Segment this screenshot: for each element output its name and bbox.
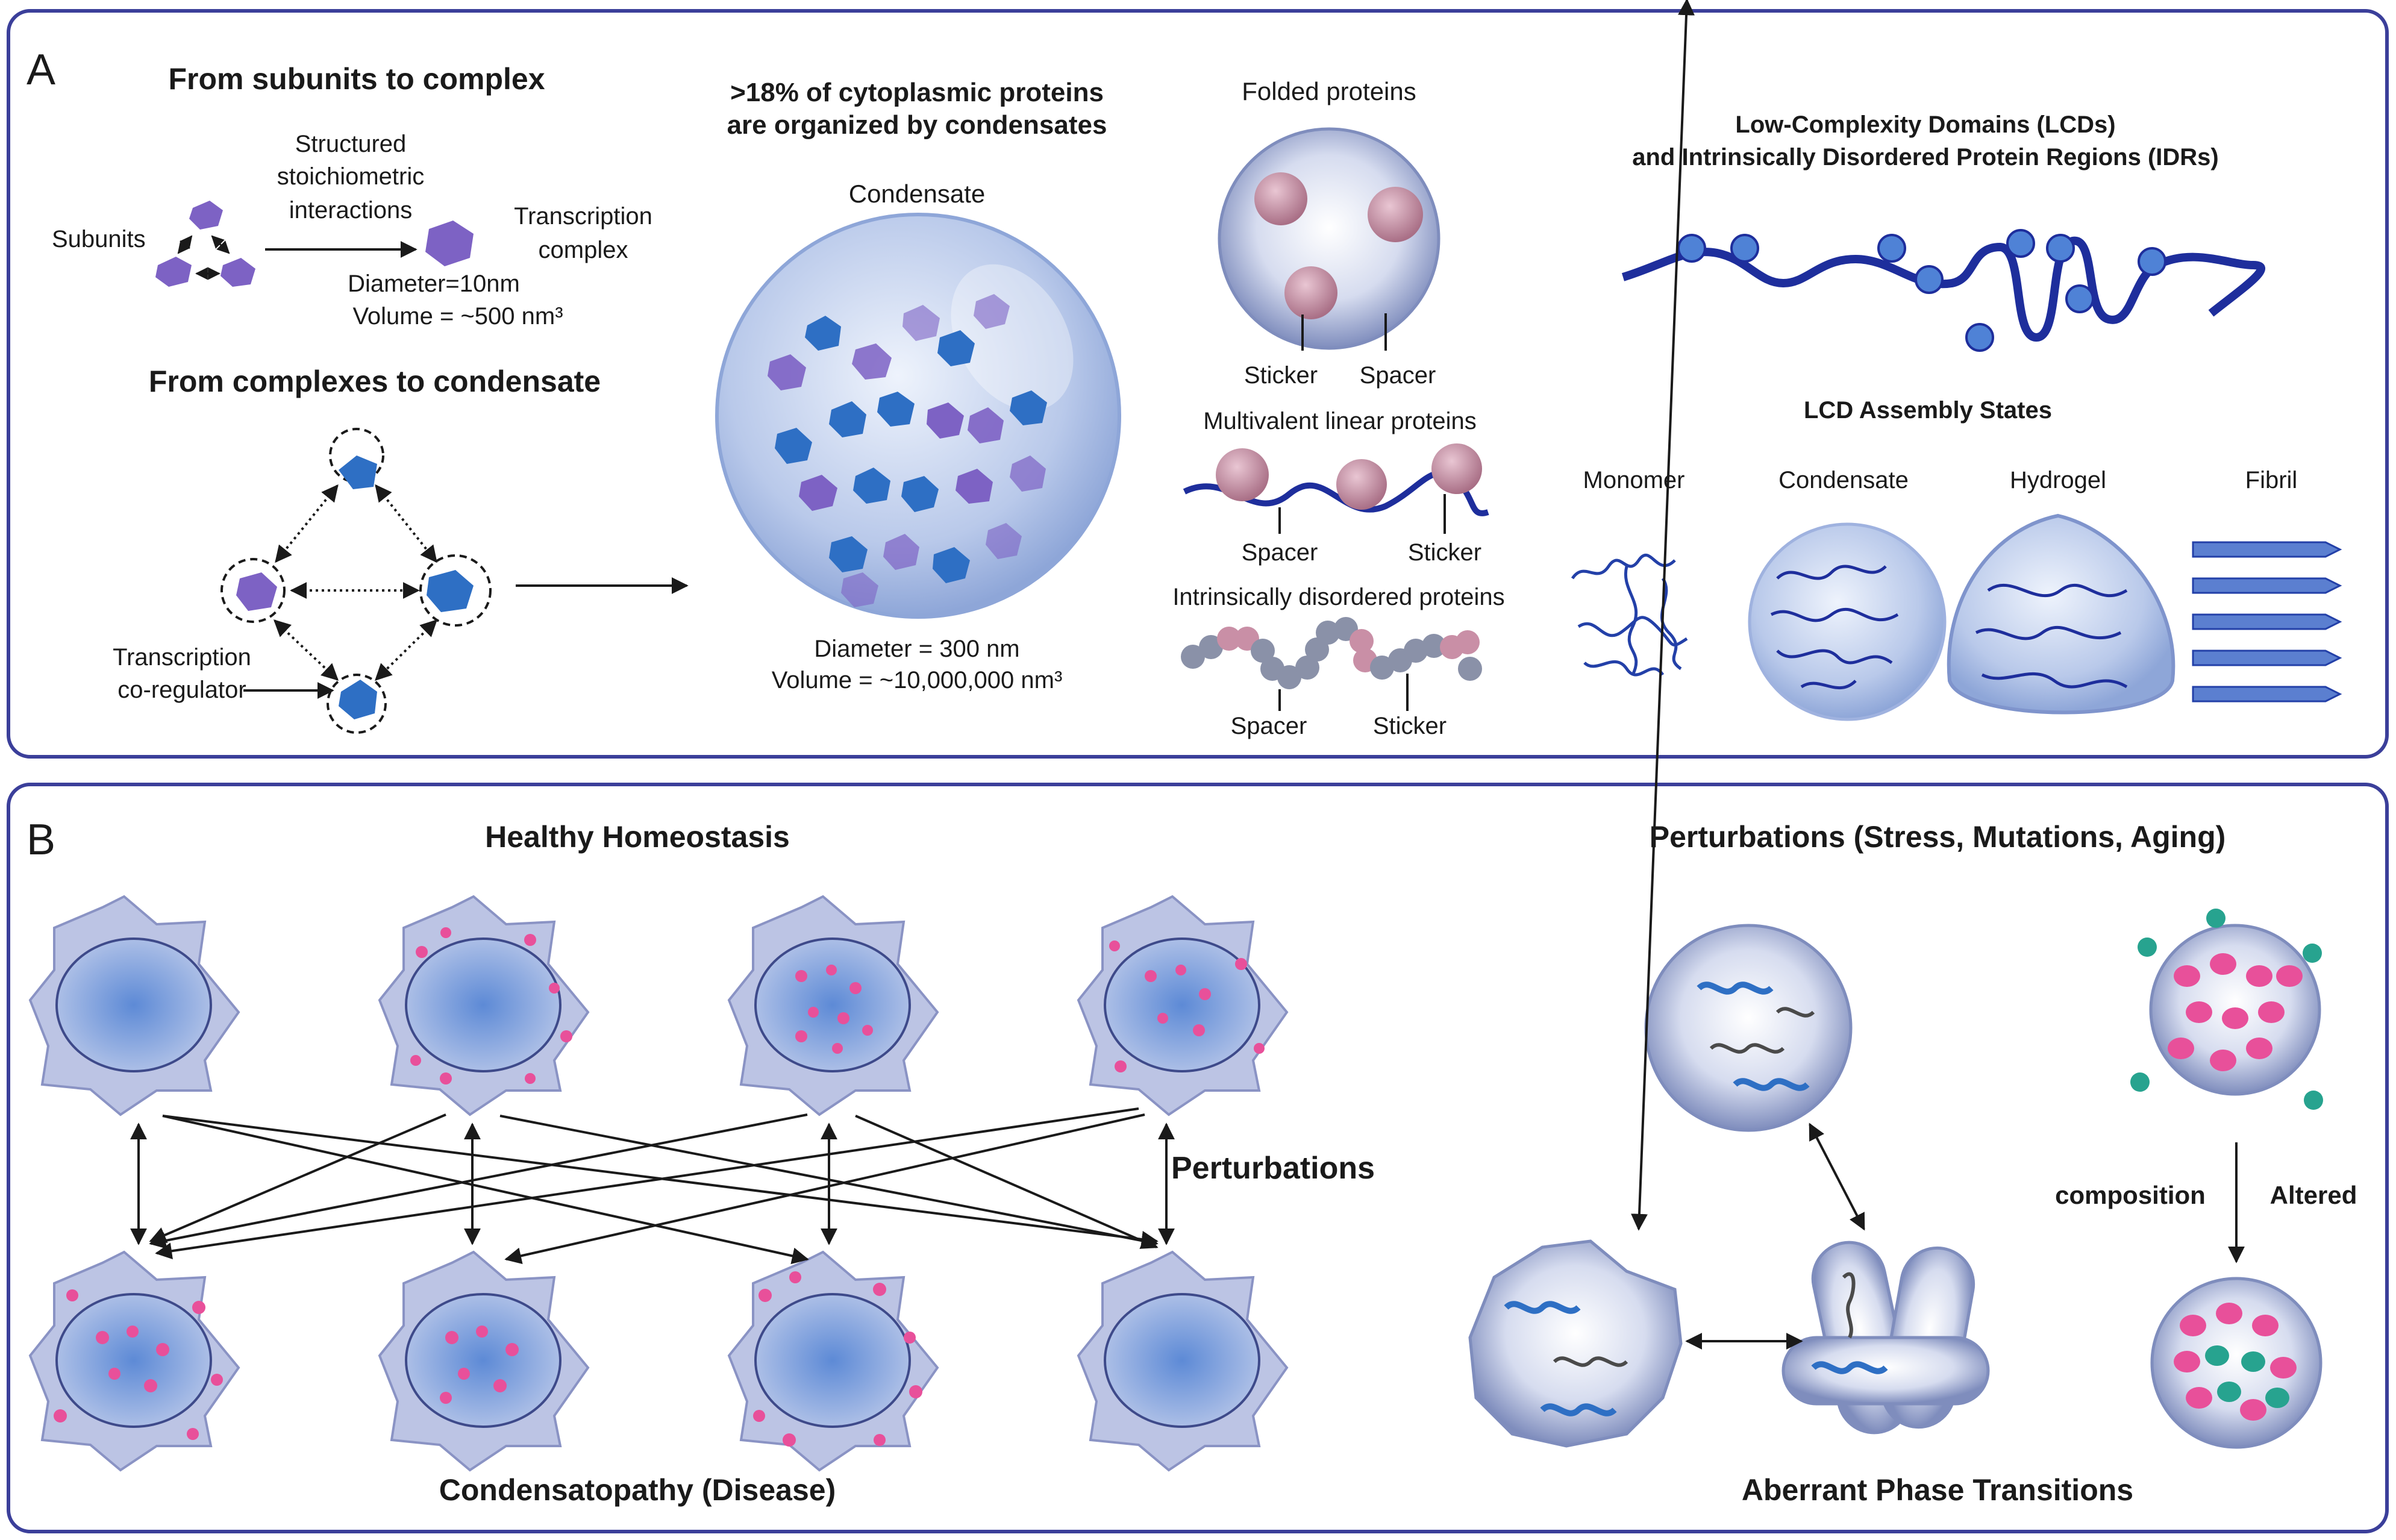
disease-title: Condensatopathy (Disease) (439, 1473, 836, 1507)
interactions-line3: interactions (289, 197, 413, 224)
interactions-line1: Structured (295, 131, 407, 157)
complex-volume: Volume = ~500 nm³ (352, 303, 563, 330)
multivalent-spacer: Spacer (1242, 539, 1318, 566)
folded-spacer: Spacer (1360, 362, 1436, 389)
idp-title: Intrinsically disordered proteins (1172, 584, 1504, 610)
aberrant-title: Aberrant Phase Transitions (1742, 1473, 2133, 1507)
cell-transition-arrows (130, 1107, 1175, 1265)
perturbations-label: Perturbations (1171, 1151, 1375, 1186)
lcd-line1: Low-Complexity Domains (LCDs) (1735, 111, 2115, 138)
state-fibril: Fibril (2245, 467, 2298, 493)
healthy-cell-1 (28, 895, 240, 1116)
multivalent-sticker: Sticker (1408, 539, 1481, 566)
complexes-title: From complexes to condensate (149, 365, 601, 398)
subunit-triangle (155, 201, 255, 287)
condensate-volume: Volume = ~10,000,000 nm³ (772, 667, 1063, 693)
panel-b-label: B (27, 816, 55, 864)
multivalent-title: Multivalent linear proteins (1203, 408, 1477, 434)
panel-b-frame (7, 783, 2389, 1533)
composition-label: composition (2055, 1181, 2206, 1209)
healthy-cell-3 (727, 895, 939, 1116)
complex-icon (425, 221, 474, 266)
interactions-line2: stoichiometric (277, 163, 425, 190)
healthy-cell-4 (1077, 895, 1289, 1116)
folded-title: Folded proteins (1242, 77, 1416, 105)
aberrant-sphere (1644, 924, 1853, 1132)
perturbations-title: Perturbations (Stress, Mutations, Aging) (1650, 820, 2226, 854)
monomer-state (1571, 554, 1688, 677)
cytoplasmic-line2: are organized by condensates (727, 110, 1107, 140)
aberrant-fibers (1781, 1241, 1990, 1435)
hydrogel-state (1947, 513, 2175, 715)
altered-label: Altered (2270, 1181, 2357, 1209)
composition-after (2150, 1277, 2322, 1449)
subunits-label: Subunits (52, 226, 146, 252)
panel-a-frame (7, 9, 2389, 759)
condensate-label: Condensate (849, 180, 986, 208)
composition-before (2130, 909, 2323, 1110)
complex-network (221, 428, 492, 734)
folded-protein-sphere (1218, 127, 1440, 351)
aberrant-aggregate (1468, 1239, 1683, 1448)
disease-cell-2 (378, 1250, 590, 1472)
coregulator-line1: Transcription (113, 644, 251, 671)
fibril-state (2192, 541, 2342, 703)
complex-line2: complex (539, 237, 628, 263)
assembly-title: LCD Assembly States (1804, 397, 2052, 424)
multivalent-chain (1183, 443, 1489, 534)
complex-diameter: Diameter=10nm (348, 271, 520, 297)
coregulator-line2: co-regulator (117, 677, 246, 703)
folded-sticker: Sticker (1244, 362, 1318, 389)
lcd-chain (1621, 229, 2266, 352)
complex-line1: Transcription (514, 203, 652, 230)
disease-cell-3 (727, 1250, 939, 1472)
disease-cell-4 (1077, 1250, 1289, 1472)
idp-spacer: Spacer (1231, 713, 1307, 739)
panel-a-label: A (27, 46, 55, 94)
lcd-line2: and Intrinsically Disordered Protein Reg… (1632, 144, 2219, 171)
subunits-title: From subunits to complex (168, 62, 545, 96)
cytoplasmic-line1: >18% of cytoplasmic proteins (730, 78, 1104, 107)
condensate-sphere (715, 213, 1121, 619)
healthy-cell-2 (378, 895, 590, 1116)
idp-sticker: Sticker (1373, 713, 1447, 739)
state-hydrogel: Hydrogel (2010, 467, 2106, 493)
state-condensate: Condensate (1778, 467, 1909, 493)
healthy-title: Healthy Homeostasis (485, 820, 790, 854)
condensate-state (1748, 522, 1947, 721)
idp-chain (1181, 617, 1482, 711)
disease-cell-1 (28, 1250, 240, 1472)
condensate-diameter: Diameter = 300 nm (814, 636, 1019, 662)
aberrant-arrows (1630, 0, 1865, 1350)
